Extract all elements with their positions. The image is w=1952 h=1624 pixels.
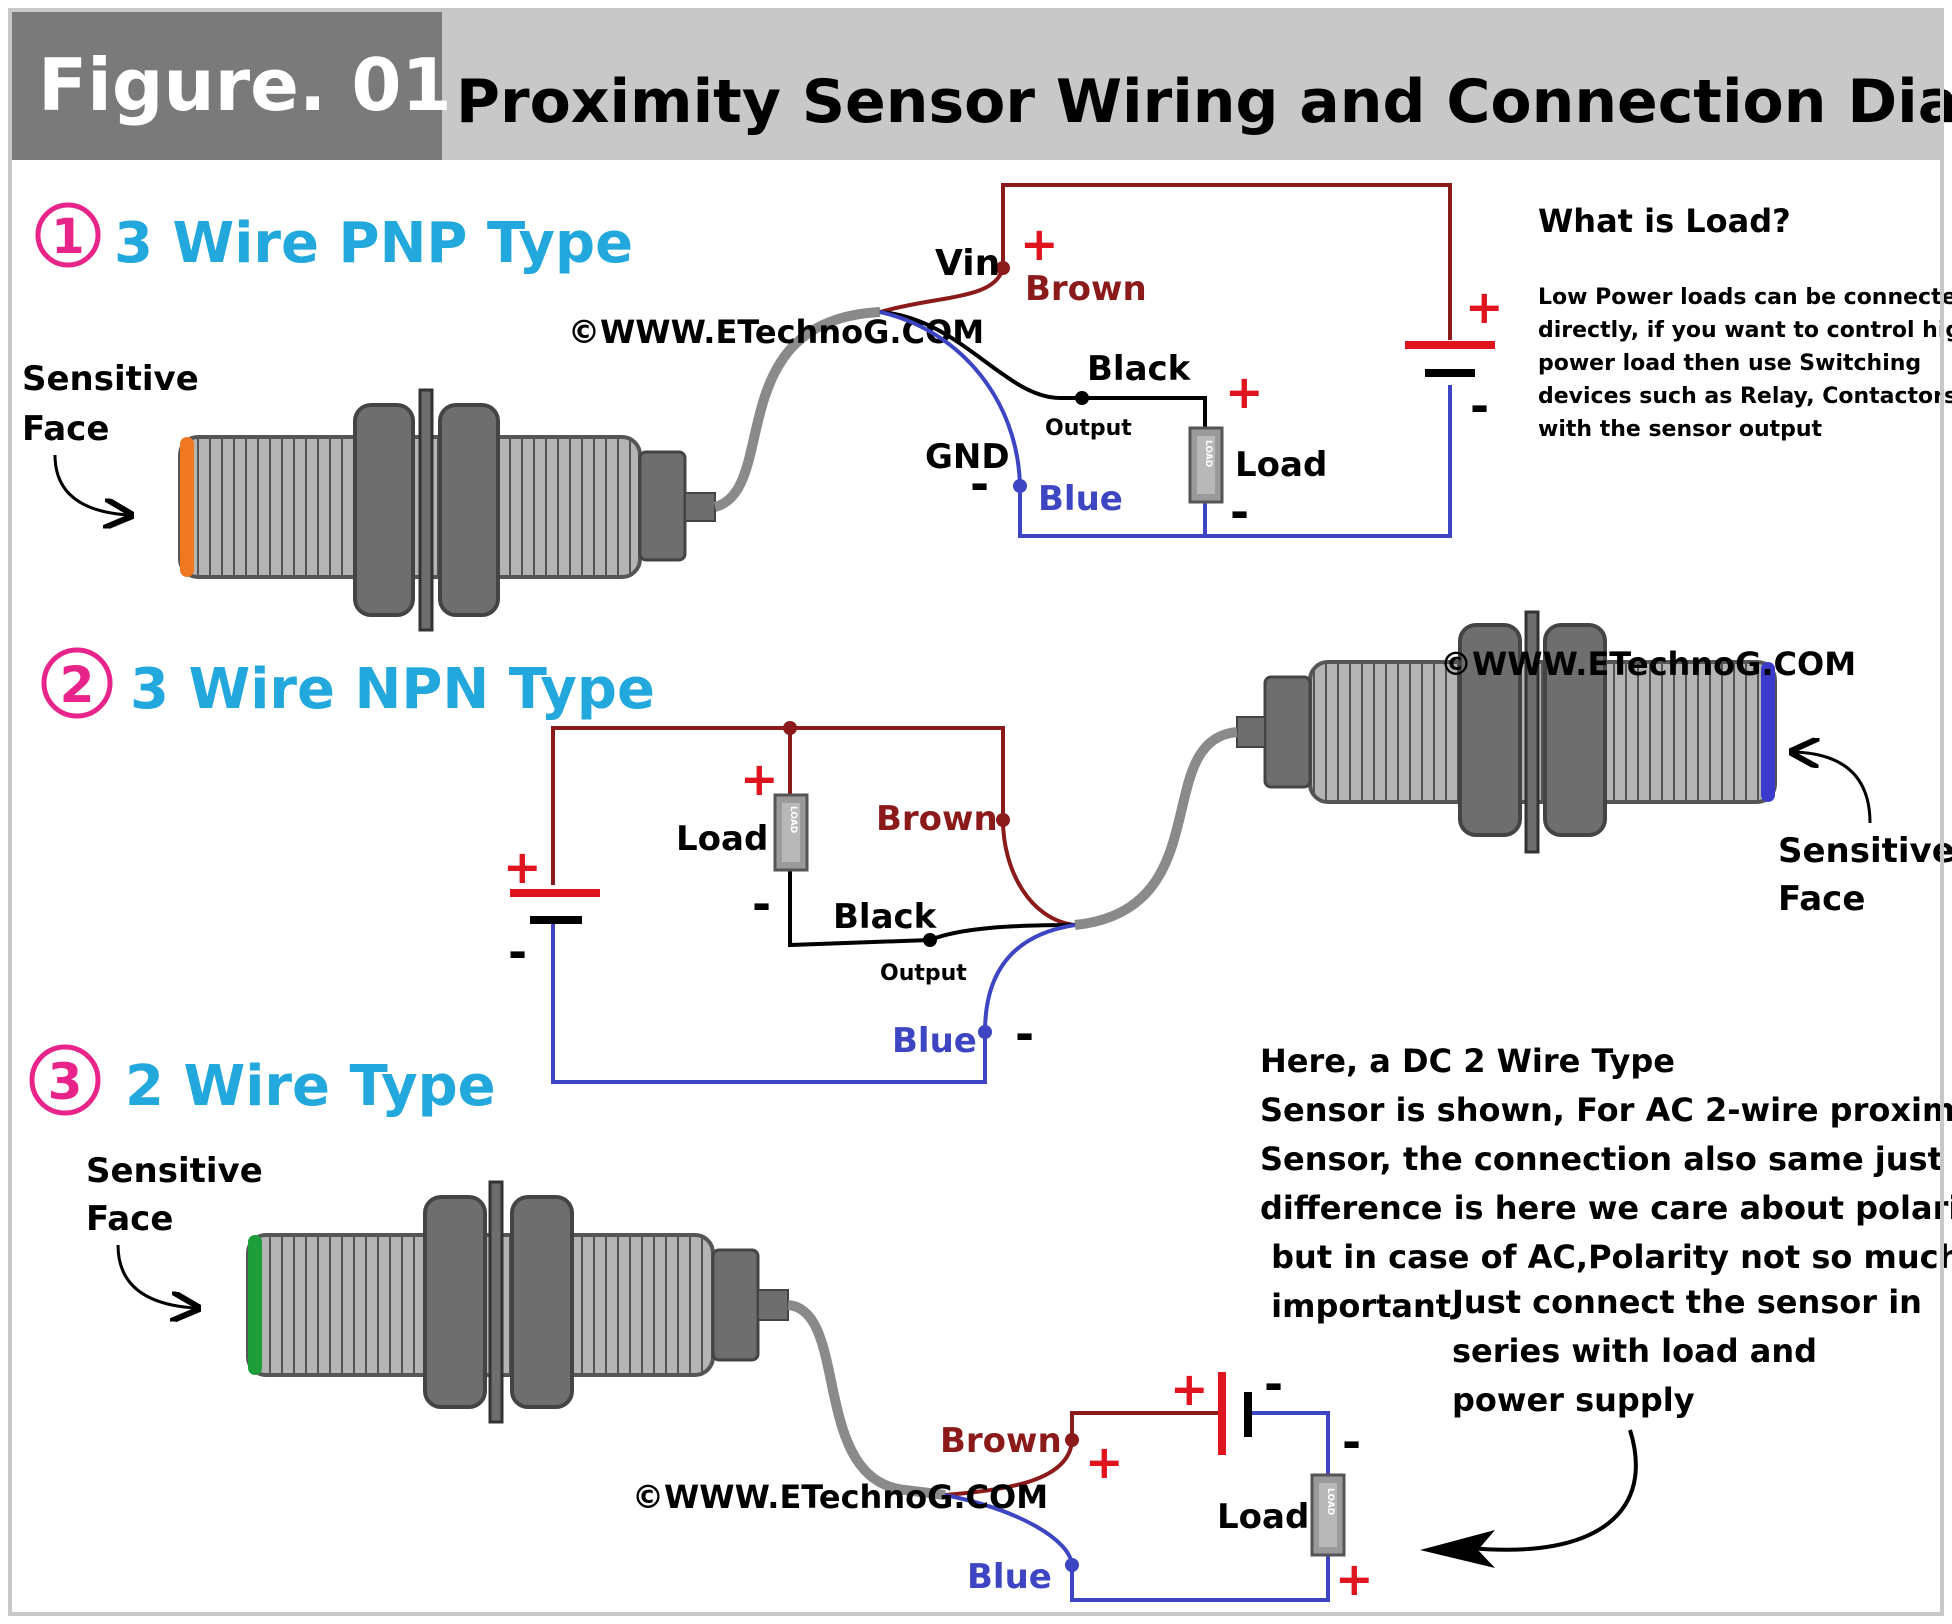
section3-load-box-text: LOAD bbox=[1325, 1488, 1335, 1515]
section3-cable bbox=[787, 1300, 946, 1500]
section1-load-plus: + bbox=[1225, 365, 1264, 419]
ac-note-line: Sensor, the connection also same just bbox=[1260, 1140, 1943, 1178]
section1-number: 1 bbox=[51, 209, 84, 265]
section3-brown-label: Brown bbox=[940, 1421, 1062, 1461]
section1-title: 3 Wire PNP Type bbox=[114, 211, 633, 276]
section2-title: 3 Wire NPN Type bbox=[130, 657, 655, 722]
section1-output-label: Output bbox=[1045, 416, 1132, 441]
section3-face-arrow bbox=[116, 1244, 195, 1308]
section2-cable bbox=[1074, 727, 1238, 930]
section3-number-circle bbox=[29, 1044, 101, 1116]
section2-blue-dot bbox=[978, 1025, 992, 1039]
section1-gnd-dot bbox=[1013, 479, 1027, 493]
section1-blue-label: Blue bbox=[1038, 479, 1123, 519]
section2-blue-minus: - bbox=[1015, 1007, 1034, 1061]
ac-note-extra-line: series with load and bbox=[1452, 1332, 1817, 1370]
load-note-heading: What is Load? bbox=[1538, 202, 1791, 240]
section2-load-minus: - bbox=[752, 877, 771, 931]
section1-gnd-minus: - bbox=[970, 457, 989, 511]
section3-battery-to-load bbox=[1250, 1411, 1330, 1475]
section1-sensor bbox=[178, 388, 716, 632]
section3-load-plus: + bbox=[1335, 1552, 1374, 1606]
load-note-line: power load then use Switching bbox=[1538, 351, 1921, 376]
load-note-line: devices such as Relay, Contactors bbox=[1538, 384, 1952, 409]
ac-note-line: but in case of AC,Polarity not so much bbox=[1260, 1238, 1952, 1276]
section1-output-dot bbox=[1075, 391, 1089, 405]
section2-number-circle bbox=[41, 647, 113, 719]
section2-black-label: Black bbox=[833, 897, 938, 937]
section3-blue-dot bbox=[1065, 1558, 1079, 1572]
section3-brown-dot bbox=[1065, 1433, 1079, 1447]
load-note-line: with the sensor output bbox=[1538, 417, 1823, 442]
section3-blue-label: Blue bbox=[967, 1557, 1052, 1597]
section2-brown-dot bbox=[996, 813, 1010, 827]
section2-battery-plus: + bbox=[503, 840, 542, 894]
section2-load bbox=[773, 793, 809, 872]
section2-face-label-2: Face bbox=[1778, 879, 1865, 919]
section2-battery-minus: - bbox=[508, 925, 527, 979]
section1-brown-label: Brown bbox=[1025, 269, 1147, 309]
section1-black-wire bbox=[879, 310, 1207, 428]
section3-title: 2 Wire Type bbox=[125, 1054, 496, 1119]
section2-face-label-1: Sensitive bbox=[1778, 831, 1952, 871]
load-note-line: Low Power loads can be connected bbox=[1538, 285, 1952, 310]
ac-note-extra-line: power supply bbox=[1452, 1381, 1695, 1419]
section1-gnd: GND bbox=[925, 437, 1010, 477]
ac-note-line: Here, a DC 2 Wire Type bbox=[1260, 1042, 1675, 1080]
section3-sensor bbox=[246, 1180, 789, 1424]
section2-sensor bbox=[1236, 610, 1777, 854]
section1-black-label: Black bbox=[1087, 349, 1192, 389]
section1-battery-plus: + bbox=[1465, 280, 1504, 334]
ac-note-line: difference is here we care about polarit… bbox=[1260, 1189, 1952, 1227]
section3-face-label-1: Sensitive bbox=[86, 1151, 263, 1191]
section1-battery-minus: - bbox=[1470, 379, 1489, 433]
section1-face-arrow bbox=[53, 454, 128, 515]
section2-output-dot bbox=[923, 933, 937, 947]
section2-number: 2 bbox=[60, 656, 95, 714]
ac-note-pointer-arrowhead bbox=[1420, 1530, 1495, 1568]
section3-battery-minus: - bbox=[1264, 1357, 1283, 1411]
figure-label-box bbox=[10, 10, 442, 160]
section1-load-box-text: LOAD bbox=[1203, 440, 1213, 467]
section3-battery-plus: + bbox=[1170, 1362, 1209, 1416]
section2-brown-label: Brown bbox=[876, 799, 998, 839]
section3-brown-plus: + bbox=[1085, 1435, 1124, 1489]
section2-load-box-text: LOAD bbox=[788, 806, 798, 833]
section3-face-label-2: Face bbox=[86, 1199, 173, 1239]
section1-face-label-2: Face bbox=[22, 409, 109, 449]
section1-cable bbox=[713, 307, 881, 512]
section3-number: 3 bbox=[48, 1053, 83, 1111]
section2-face-arrow bbox=[1795, 752, 1872, 824]
load-note-line: directly, if you want to control high bbox=[1538, 318, 1952, 343]
section1-face-label-1: Sensitive bbox=[22, 359, 199, 399]
section2-load-label: Load bbox=[676, 819, 768, 859]
section3-load-label: Load bbox=[1217, 1497, 1309, 1537]
ac-note-line: Sensor is shown, For AC 2-wire proximity bbox=[1260, 1091, 1952, 1129]
section1-vin-plus: + bbox=[1020, 217, 1059, 271]
section2-blue-label: Blue bbox=[892, 1021, 977, 1061]
section1-vin-dot bbox=[996, 261, 1010, 275]
section2-load-plus: + bbox=[740, 752, 779, 806]
figure-label: Figure. 01 bbox=[38, 43, 452, 127]
section1-number-circle bbox=[35, 202, 101, 268]
section2-output-label: Output bbox=[880, 961, 967, 986]
section3-right-minus: - bbox=[1342, 1415, 1361, 1469]
page-title: Proximity Sensor Wiring and Connection D… bbox=[456, 67, 1952, 137]
section1-watermark: ©WWW.ETechnoG.COM bbox=[568, 313, 984, 351]
ac-note-line: important bbox=[1260, 1287, 1451, 1325]
diagram-border bbox=[8, 8, 1944, 1616]
ac-note-pointer-arrow bbox=[1469, 1429, 1638, 1552]
section3-load bbox=[1310, 1473, 1346, 1557]
section2-watermark: ©WWW.ETechnoG.COM bbox=[1440, 645, 1856, 683]
section1-vin: Vin bbox=[935, 243, 1000, 284]
section3-watermark: ©WWW.ETechnoG.COM bbox=[632, 1478, 1048, 1516]
ac-note-extra-line: Just connect the sensor in bbox=[1450, 1283, 1922, 1321]
section1-load-label: Load bbox=[1235, 445, 1327, 485]
section1-load bbox=[1188, 426, 1224, 504]
section1-load-minus: - bbox=[1230, 485, 1249, 539]
